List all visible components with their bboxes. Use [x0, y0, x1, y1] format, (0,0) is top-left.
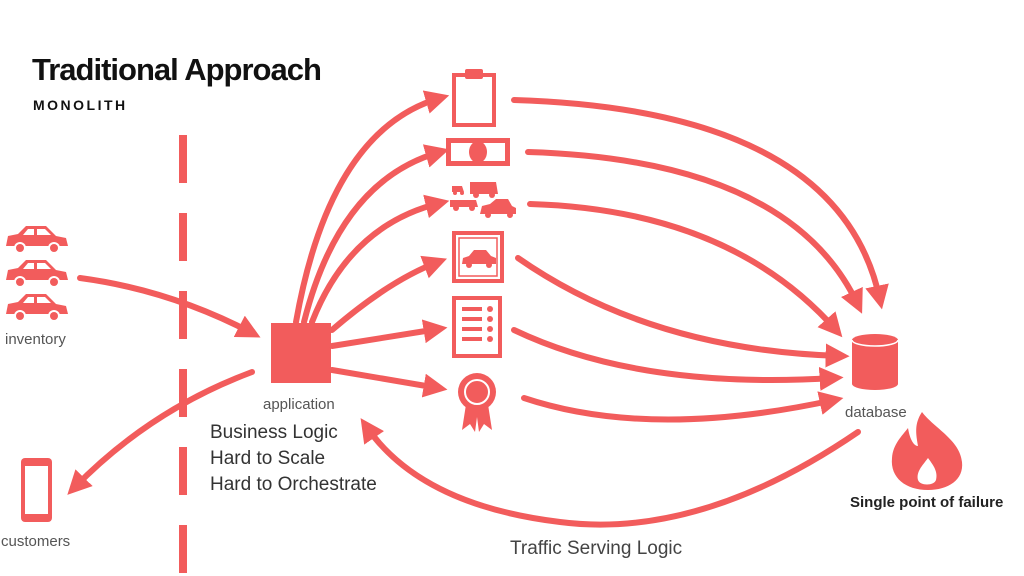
vehicles-icon	[450, 182, 516, 218]
note-business-logic: Business Logic	[210, 422, 338, 443]
arrow-application-to-vehicles	[309, 194, 450, 325]
database-label: database	[845, 404, 907, 421]
arrow-application-to-money	[301, 144, 450, 325]
arrow-application-to-checklist	[329, 319, 448, 349]
arrow-application-to-clipboard	[293, 90, 450, 325]
checklist-icon	[452, 296, 502, 358]
framed-car-icon	[452, 231, 504, 283]
arrow-application-to-customers	[67, 369, 255, 495]
arrow-application-to-award	[329, 367, 448, 398]
inventory-label: inventory	[5, 331, 66, 348]
traffic-serving-logic-label: Traffic Serving Logic	[510, 538, 683, 559]
arrow-database-to-application	[360, 418, 861, 528]
arrow-money-to-database	[525, 149, 863, 314]
note-hard-to-scale: Hard to Scale	[210, 448, 326, 469]
application-box	[271, 323, 331, 383]
arrow-application-to-framed-car	[329, 255, 447, 333]
fire-icon	[891, 412, 963, 490]
arrow-inventory-to-application	[77, 275, 261, 338]
clipboard-icon	[452, 69, 496, 127]
note-hard-to-orchestrate: Hard to Orchestrate	[210, 474, 377, 495]
page-subtitle: MONOLITH	[33, 97, 128, 113]
single-point-of-failure-label: Single point of failure	[850, 494, 1004, 511]
database-icon	[851, 334, 899, 390]
phone-icon	[21, 458, 52, 522]
car-icon	[6, 226, 68, 322]
award-icon	[458, 373, 496, 432]
page-title: Traditional Approach	[32, 52, 322, 87]
arrow-clipboard-to-database	[511, 97, 889, 310]
customers-label: customers	[1, 533, 71, 550]
arrow-framed-car-to-database	[515, 255, 850, 368]
money-icon	[446, 138, 510, 166]
arrow-vehicles-to-database	[527, 201, 843, 338]
application-label: application	[263, 396, 335, 413]
arrow-checklist-to-database	[511, 327, 844, 391]
arrow-award-to-database	[521, 391, 844, 423]
application-notes: Business Logic Hard to Scale Hard to Orc…	[210, 420, 377, 498]
